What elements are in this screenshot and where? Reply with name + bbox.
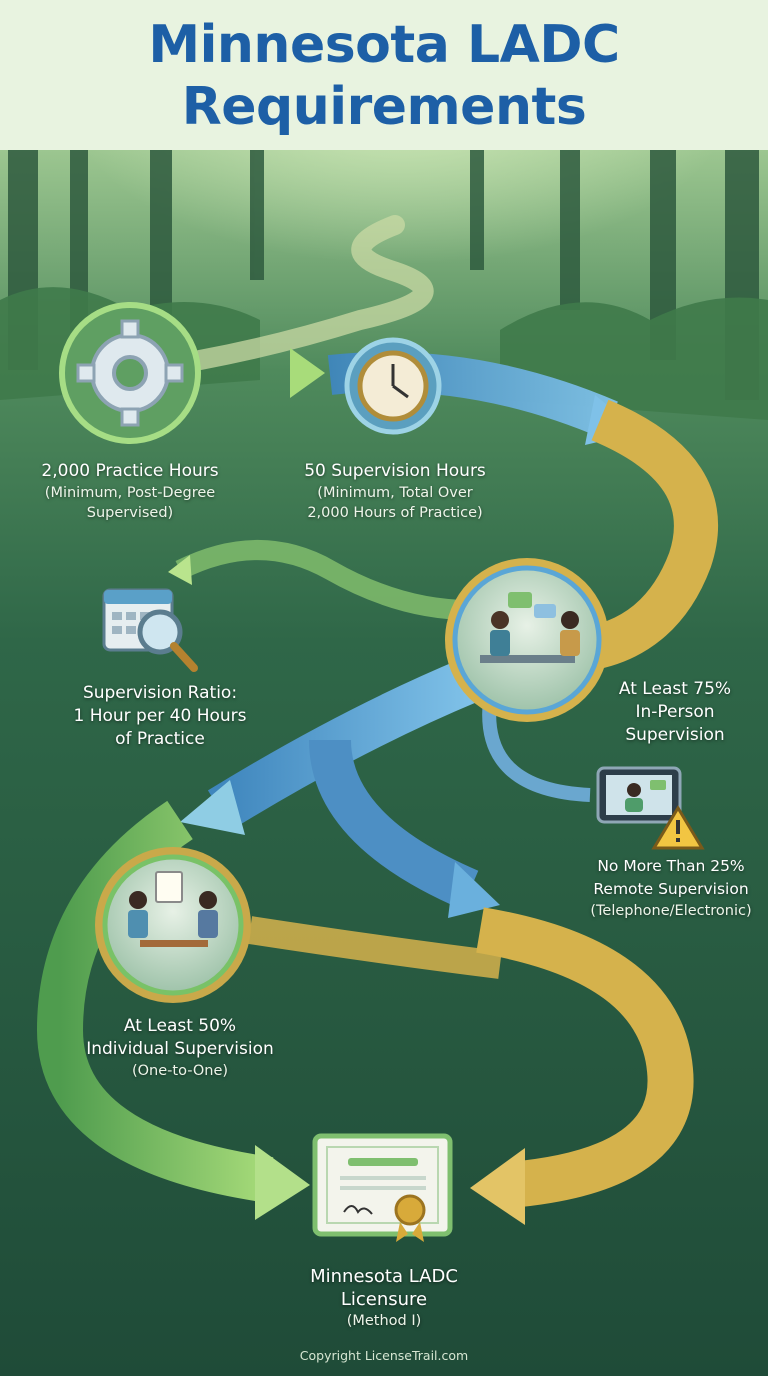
remote-line-1: No More Than 25%: [597, 857, 745, 875]
arrowhead-blue-3: [448, 862, 500, 918]
calendar-magnifier-icon: [102, 588, 198, 672]
label-individual: At Least 50% Individual Supervision (One…: [70, 1015, 290, 1081]
title-line-1: Minnesota LADC: [148, 15, 620, 75]
label-practice-hours: 2,000 Practice Hours (Minimum, Post-Degr…: [20, 460, 240, 523]
winding-path: [190, 215, 434, 370]
remote-line-3: (Telephone/Electronic): [590, 903, 752, 919]
licensure-line-2: Licensure: [340, 1289, 428, 1310]
arrowhead-blue-2: [180, 780, 245, 835]
arrowhead-gold-3: [470, 1148, 525, 1225]
copyright-text: Copyright LicenseTrail.com: [299, 1348, 469, 1363]
meeting-icon: [445, 558, 609, 722]
page-title: Minnesota LADC Requirements: [0, 14, 768, 138]
practice-hours-detail-2: Supervised): [86, 505, 174, 521]
in-person-line-3: Supervision: [625, 725, 725, 745]
one-to-one-icon: [95, 847, 251, 1003]
arrowhead-green-2: [168, 555, 192, 585]
gear-icon: [59, 302, 201, 444]
arrowhead-green-1: [290, 348, 325, 398]
label-in-person: At Least 75% In-Person Supervision: [600, 678, 750, 747]
arrow-gold-1: [576, 399, 718, 672]
in-person-line-1: At Least 75%: [618, 679, 732, 699]
label-remote: No More Than 25% Remote Supervision (Tel…: [578, 855, 764, 921]
supervision-hours-detail-1: (Minimum, Total Over: [317, 485, 473, 501]
practice-hours-detail-1: (Minimum, Post-Degree: [44, 485, 216, 501]
ratio-line-1: Supervision Ratio:: [82, 683, 238, 703]
supervision-hours-detail-2: 2,000 Hours of Practice): [307, 505, 483, 521]
label-supervision-hours: 50 Supervision Hours (Minimum, Total Ove…: [285, 460, 505, 523]
ratio-line-2: 1 Hour per 40 Hours: [73, 706, 247, 726]
label-licensure: Minnesota LADC Licensure (Method I): [264, 1265, 504, 1331]
clock-icon: [344, 337, 442, 435]
title-banner: Minnesota LADC Requirements: [0, 0, 768, 150]
label-supervision-ratio: Supervision Ratio: 1 Hour per 40 Hours o…: [55, 682, 265, 751]
arrow-blue-remote: [482, 699, 591, 802]
arrow-green-2: [175, 540, 471, 620]
arrow-gold-3: [476, 907, 694, 1208]
in-person-line-2: In-Person: [635, 702, 715, 722]
remote-line-2: Remote Supervision: [593, 880, 749, 898]
title-line-2: Requirements: [181, 77, 587, 137]
individual-line-1: At Least 50%: [123, 1016, 237, 1036]
ratio-line-3: of Practice: [115, 729, 205, 749]
certificate-icon: [312, 1133, 453, 1242]
licensure-line-1: Minnesota LADC: [310, 1266, 458, 1287]
arrow-blue-2: [207, 658, 479, 830]
practice-hours-heading: 2,000 Practice Hours: [41, 461, 219, 481]
individual-line-3: (One-to-One): [131, 1063, 229, 1079]
arrowhead-green-3: [255, 1145, 310, 1220]
arrow-blue-3: [309, 739, 479, 910]
licensure-line-3: (Method I): [346, 1313, 422, 1329]
arrow-gold-2: [247, 916, 502, 979]
individual-line-2: Individual Supervision: [86, 1039, 274, 1059]
supervision-hours-heading: 50 Supervision Hours: [304, 461, 486, 481]
tablet-warning-icon: [596, 766, 705, 850]
roadmap-illustration: [0, 150, 768, 1376]
